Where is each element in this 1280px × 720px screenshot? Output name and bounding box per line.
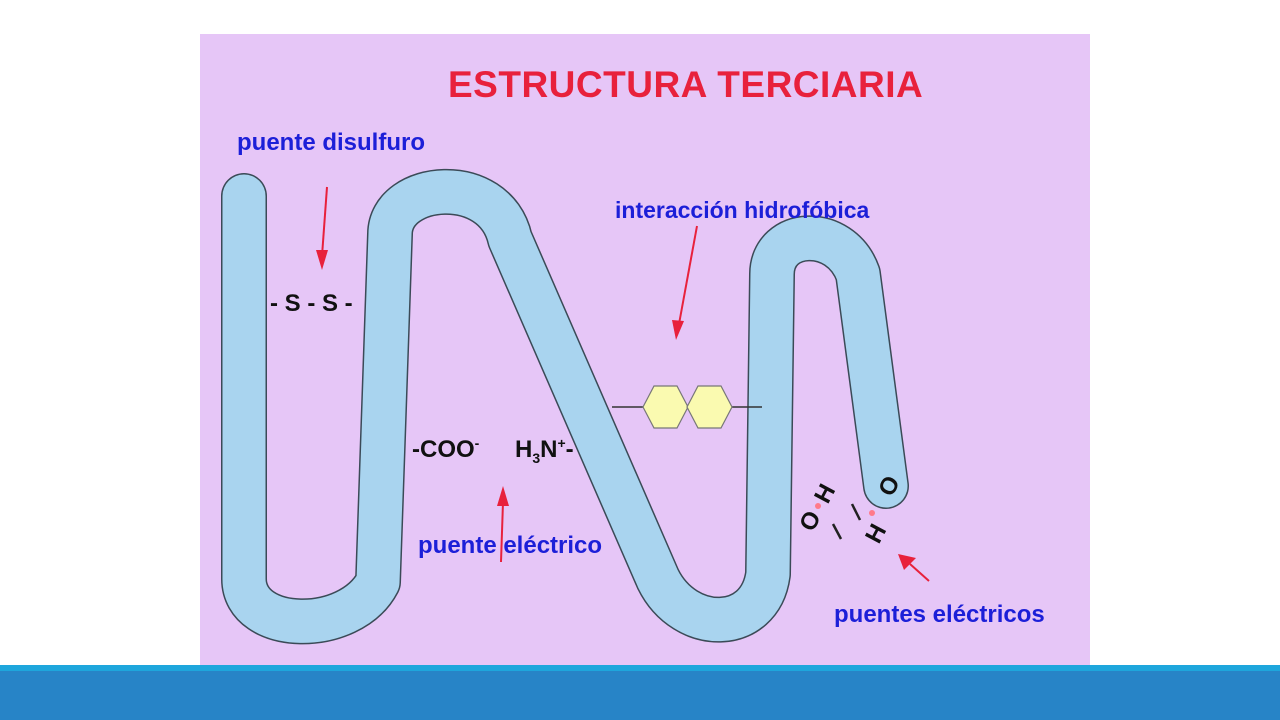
arrow-puente-electrico bbox=[497, 486, 509, 563]
arrow-puentes-electricos bbox=[898, 554, 930, 582]
diagram-title: ESTRUCTURA TERCIARIA bbox=[448, 64, 924, 105]
coo-charge: - bbox=[474, 435, 480, 451]
ammonium-charge: + bbox=[557, 435, 566, 451]
hexagon-ring-left bbox=[642, 385, 689, 429]
bond-glow bbox=[815, 503, 821, 509]
coo-text: -COO bbox=[412, 436, 475, 463]
hydrogen-bond-line bbox=[850, 503, 862, 521]
label-puente-disulfuro: puente disulfuro bbox=[237, 129, 425, 156]
hexagon-ring-right bbox=[686, 385, 733, 429]
tertiary-structure-diagram: ESTRUCTURA TERCIARIA puente disulfuro in… bbox=[200, 34, 1090, 682]
label-puente-electrico: puente eléctrico bbox=[418, 532, 603, 559]
bond-glow bbox=[869, 510, 875, 516]
label-puentes-electricos: puentes eléctricos bbox=[834, 601, 1045, 628]
footer-bar bbox=[0, 665, 1280, 720]
hydrogen-bond-line bbox=[831, 523, 843, 540]
disulfide-bond: - S - S - bbox=[270, 290, 353, 317]
ammonium-subscript: 3 bbox=[532, 449, 541, 466]
ammonium-h: H bbox=[515, 436, 533, 463]
arrow-puente-disulfuro bbox=[316, 186, 328, 270]
carboxylate-group: -COO- bbox=[412, 436, 479, 462]
label-interaccion-hidrofobica: interacción hidrofóbica bbox=[615, 197, 870, 223]
diagram-graphics bbox=[221, 168, 930, 645]
footer-accent-strip bbox=[0, 665, 1280, 671]
ammonium-group: H3N+- bbox=[515, 436, 574, 465]
protein-chain bbox=[222, 170, 908, 643]
arrow-interaccion-hidrofobica bbox=[672, 225, 698, 340]
ammonium-n: N bbox=[540, 436, 558, 463]
ammonium-link: - bbox=[565, 436, 574, 463]
